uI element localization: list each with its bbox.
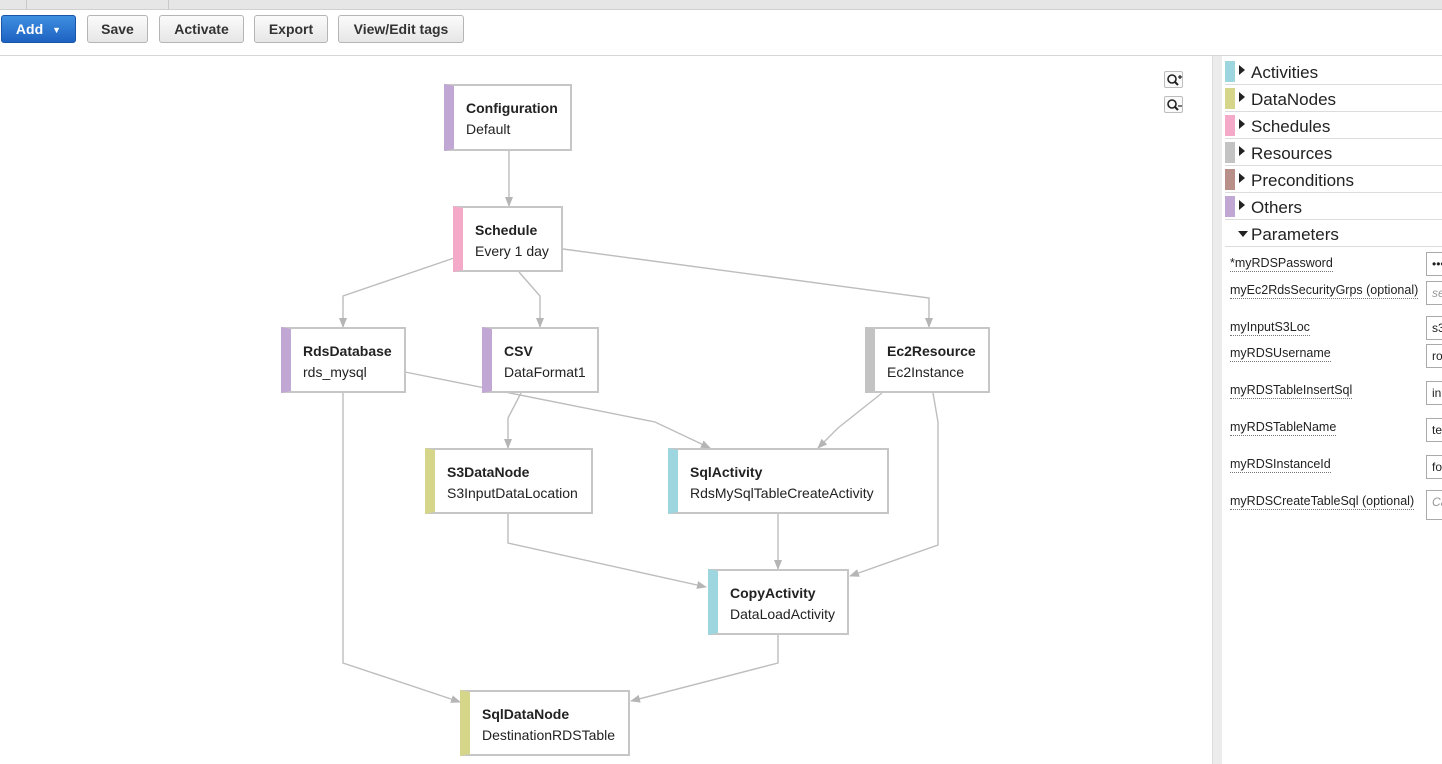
node-configuration[interactable]: Configuration Default: [444, 84, 572, 151]
category-resources[interactable]: Resources: [1225, 139, 1442, 166]
category-color-swatch: [1225, 115, 1235, 136]
object-browser-panel: Activities DataNodes Schedules Resources…: [1222, 56, 1442, 764]
category-color-swatch: [1225, 169, 1235, 190]
node-title: Ec2Resource: [887, 343, 976, 359]
edge-schedule-ec2resource: [562, 248, 933, 328]
edge-copyactivity-sqldatanode: [630, 635, 779, 703]
node-ec2resource[interactable]: Ec2Resource Ec2Instance: [865, 327, 990, 393]
node-subtitle: DataFormat1: [504, 364, 586, 380]
chevron-down-icon: ▼: [52, 24, 62, 35]
edge-schedule-csv: [518, 271, 544, 328]
node-subtitle: DataLoadActivity: [730, 606, 836, 622]
node-title: S3DataNode: [447, 464, 530, 480]
graph-edges: [339, 150, 939, 703]
param-input-input-s3-loc[interactable]: s3: [1426, 316, 1442, 340]
category-schedules[interactable]: Schedules: [1225, 112, 1442, 139]
node-s3datanode[interactable]: S3DataNode S3InputDataLocation: [425, 448, 593, 514]
node-title: Schedule: [475, 222, 538, 238]
param-input-rds-create-table-sql[interactable]: Ca: [1426, 490, 1442, 520]
pipeline-graph-canvas[interactable]: Configuration Default Schedule Every 1 d…: [0, 56, 1212, 764]
expand-arrow-icon: [1239, 65, 1245, 75]
expand-arrow-icon: [1239, 119, 1245, 129]
param-input-rds-table-insert-sql[interactable]: in: [1426, 381, 1442, 405]
tab-divider: [168, 0, 169, 9]
param-label-rds-password: *myRDSPassword: [1230, 256, 1333, 272]
category-color-swatch: [1225, 142, 1235, 163]
node-title: RdsDatabase: [303, 343, 392, 359]
zoom-in-icon: [1167, 74, 1182, 86]
param-label-rds-table-insert-sql: myRDSTableInsertSql: [1230, 383, 1353, 399]
tab-divider: [26, 0, 27, 9]
category-label: Parameters: [1251, 225, 1339, 244]
add-button-label: Add: [15, 21, 44, 37]
expand-arrow-icon: [1239, 200, 1245, 210]
category-label: Preconditions: [1251, 171, 1355, 190]
zoom-out-icon: [1167, 99, 1182, 111]
node-copyactivity[interactable]: CopyActivity DataLoadActivity: [708, 569, 849, 635]
node-schedule[interactable]: Schedule Every 1 day: [453, 206, 563, 272]
node-title: CSV: [504, 343, 533, 359]
node-sqldatanode[interactable]: SqlDataNode DestinationRDSTable: [460, 690, 630, 756]
edge-rdsdatabase-sqldatanode: [342, 393, 461, 703]
param-label-rds-username: myRDSUsername: [1230, 346, 1331, 362]
node-subtitle: RdsMySqlTableCreateActivity: [690, 485, 874, 501]
category-label: Schedules: [1251, 117, 1331, 136]
edge-ec2resource-copyactivity: [849, 392, 939, 577]
edge-schedule-rdsdatabase: [339, 257, 455, 328]
category-label: Activities: [1251, 63, 1319, 82]
param-label-rds-table-name: myRDSTableName: [1230, 420, 1337, 436]
node-csv[interactable]: CSV DataFormat1: [482, 327, 599, 393]
expand-arrow-icon: [1239, 92, 1245, 102]
edge-s3datanode-copyactivity: [507, 514, 707, 589]
toolbar: Add ▼ Save Activate Export View/Edit tag…: [0, 10, 1442, 56]
category-label: Resources: [1251, 144, 1333, 163]
param-label-input-s3-loc: myInputS3Loc: [1230, 320, 1310, 336]
zoom-in-button[interactable]: [1164, 71, 1183, 88]
activate-button[interactable]: Activate: [159, 15, 244, 43]
param-label-rds-instance-id: myRDSInstanceId: [1230, 457, 1331, 473]
node-subtitle: Default: [466, 121, 511, 137]
expand-arrow-icon: [1239, 173, 1245, 183]
param-label-ec2-rds-security-grps: myEc2RdsSecurityGrps (optional): [1230, 283, 1419, 299]
expand-arrow-icon: [1239, 146, 1245, 156]
node-title: Configuration: [466, 100, 558, 116]
collapse-arrow-icon: [1238, 231, 1248, 237]
param-input-ec2-rds-security-grps[interactable]: se: [1426, 281, 1442, 305]
node-subtitle: S3InputDataLocation: [447, 485, 578, 501]
category-parameters[interactable]: Parameters: [1225, 220, 1442, 247]
category-color-swatch: [1225, 196, 1235, 217]
param-input-rds-username[interactable]: ro: [1426, 344, 1442, 368]
add-button[interactable]: Add ▼: [1, 15, 76, 43]
node-rdsdatabase[interactable]: RdsDatabase rds_mysql: [281, 327, 406, 393]
param-label-rds-create-table-sql: myRDSCreateTableSql (optional): [1230, 494, 1415, 510]
category-color-swatch: [1225, 88, 1235, 109]
category-activities[interactable]: Activities: [1225, 58, 1442, 85]
category-preconditions[interactable]: Preconditions: [1225, 166, 1442, 193]
node-title: SqlActivity: [690, 464, 763, 480]
param-input-rds-password[interactable]: •••: [1426, 252, 1442, 276]
edge-csv-s3datanode: [504, 392, 522, 449]
category-others[interactable]: Others: [1225, 193, 1442, 220]
edge-ec2resource-sqlactivity: [817, 392, 883, 449]
export-button[interactable]: Export: [254, 15, 328, 43]
node-subtitle: Ec2Instance: [887, 364, 965, 380]
category-datanodes[interactable]: DataNodes: [1225, 85, 1442, 112]
category-color-swatch: [1225, 61, 1235, 82]
node-sqlactivity[interactable]: SqlActivity RdsMySqlTableCreateActivity: [668, 448, 889, 514]
node-title: SqlDataNode: [482, 706, 570, 722]
view-edit-tags-button[interactable]: View/Edit tags: [338, 15, 464, 43]
category-label: Others: [1251, 198, 1303, 217]
param-input-rds-instance-id[interactable]: fo: [1426, 455, 1442, 479]
param-input-rds-table-name[interactable]: te: [1426, 418, 1442, 442]
category-label: DataNodes: [1251, 90, 1337, 109]
top-tab-strip: [0, 0, 1442, 10]
node-title: CopyActivity: [730, 585, 816, 601]
node-subtitle: rds_mysql: [303, 364, 367, 380]
node-subtitle: DestinationRDSTable: [482, 727, 616, 743]
zoom-out-button[interactable]: [1164, 96, 1183, 113]
node-subtitle: Every 1 day: [475, 243, 549, 259]
save-button[interactable]: Save: [87, 15, 148, 43]
